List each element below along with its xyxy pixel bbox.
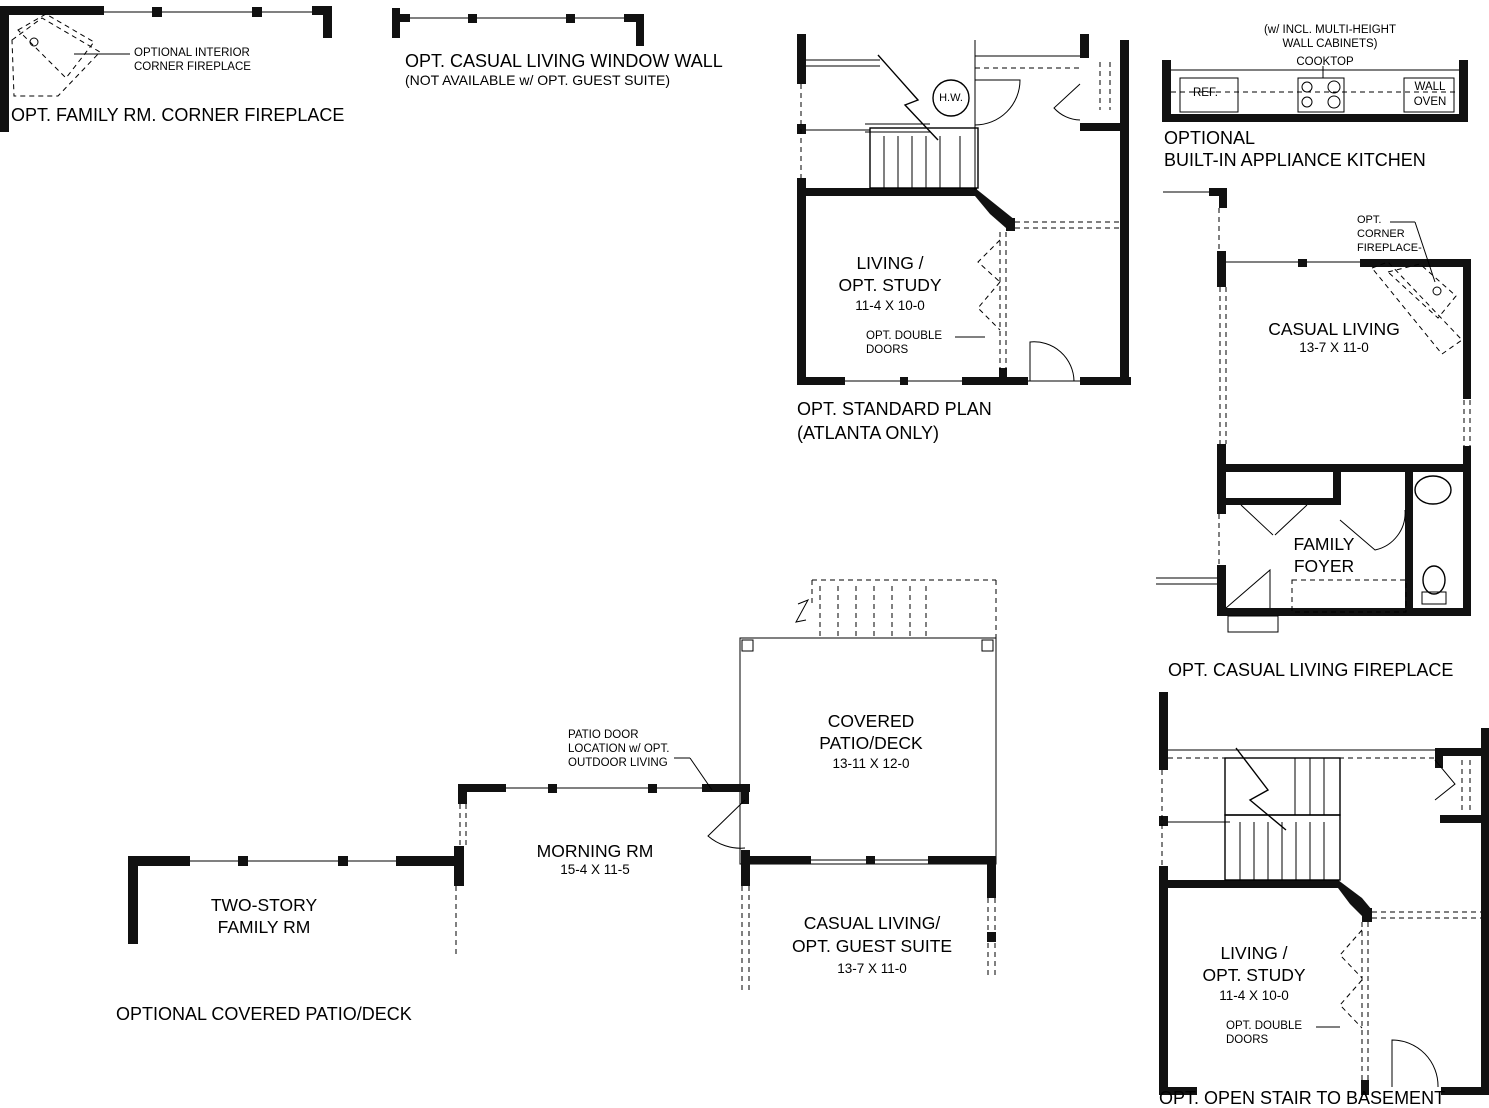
covered-patio-plan: [128, 579, 997, 990]
double-doors-b-note-line1: OPT. DOUBLE: [1226, 1020, 1303, 1032]
living-study-b-dimensions: 11-4 X 10-0: [1219, 988, 1289, 1003]
family-rm-corner-fireplace-title: OPT. FAMILY RM. CORNER FIREPLACE: [11, 105, 345, 125]
window-wall-title: OPT. CASUAL LIVING WINDOW WALL: [405, 51, 723, 71]
casual-guest-title-line2: OPT. GUEST SUITE: [791, 936, 953, 956]
cabinets-note-line2: WALL CABINETS): [1282, 38, 1378, 50]
standard-plan-title-line2: (ATLANTA ONLY): [797, 423, 940, 443]
open-stair-plan: [1159, 692, 1489, 1095]
covered-patio-title-line2: PATIO/DECK: [819, 733, 923, 753]
casual-living-fireplace-plan: [1156, 188, 1471, 633]
refrigerator-label: REF.: [1193, 87, 1218, 99]
window-wall-note: (NOT AVAILABLE w/ OPT. GUEST SUITE): [405, 72, 671, 88]
living-study-b-title-line2: OPT. STUDY: [1202, 965, 1306, 985]
morning-rm-title: MORNING RM: [536, 841, 654, 861]
living-study-title-line1: LIVING /: [856, 253, 924, 273]
corner-fireplace-note-line3: FIREPLACE-: [1357, 242, 1422, 254]
built-in-kitchen-plan: [1162, 60, 1468, 122]
double-doors-note-line1: OPT. DOUBLE: [866, 330, 943, 342]
two-story-family-rm-line2: FAMILY RM: [217, 917, 311, 937]
wall-oven-label-line1: WALL: [1414, 81, 1446, 93]
living-study-dimensions: 11-4 X 10-0: [855, 298, 925, 313]
double-doors-b-note-line2: DOORS: [1226, 1034, 1269, 1046]
casual-living-title: CASUAL LIVING: [1268, 319, 1400, 339]
corner-fireplace-note-line1: OPT.: [1357, 214, 1382, 226]
standard-plan: [797, 34, 1131, 385]
family-foyer-title-line1: FAMILY: [1293, 534, 1355, 554]
two-story-family-rm-line1: TWO-STORY: [210, 895, 318, 915]
patio-door-note-line1: PATIO DOOR: [568, 729, 639, 741]
family-rm-corner-fireplace-plan: [0, 6, 332, 132]
optional-covered-patio-title: OPTIONAL COVERED PATIO/DECK: [116, 1004, 412, 1024]
cabinets-note-line1: (w/ INCL. MULTI-HEIGHT: [1263, 24, 1397, 36]
casual-guest-title-line1: CASUAL LIVING/: [803, 913, 941, 933]
window-wall-plan: [392, 8, 644, 46]
living-study-b-title-line1: LIVING /: [1220, 943, 1288, 963]
cooktop-label: COOKTOP: [1296, 56, 1354, 68]
water-heater-label: H.W.: [939, 92, 963, 104]
open-stair-title: OPT. OPEN STAIR TO BASEMENT: [1159, 1088, 1446, 1108]
built-in-kitchen-title-line2: BUILT-IN APPLIANCE KITCHEN: [1164, 150, 1426, 170]
family-foyer-title-line2: FOYER: [1293, 556, 1355, 576]
fireplace-note-line1: OPTIONAL INTERIOR: [134, 47, 250, 59]
covered-patio-title-line1: COVERED: [827, 711, 915, 731]
living-study-title-line2: OPT. STUDY: [838, 275, 942, 295]
corner-fireplace-note-line2: CORNER: [1357, 228, 1405, 240]
casual-guest-dimensions: 13-7 X 11-0: [837, 961, 907, 976]
double-doors-note-line2: DOORS: [866, 344, 909, 356]
wall-oven-label-line2: OVEN: [1413, 96, 1447, 108]
standard-plan-title-line1: OPT. STANDARD PLAN: [797, 399, 992, 419]
covered-patio-dimensions: 13-11 X 12-0: [832, 756, 910, 771]
morning-rm-dimensions: 15-4 X 11-5: [560, 862, 630, 877]
casual-living-dimensions: 13-7 X 11-0: [1299, 340, 1369, 355]
casual-living-fireplace-title: OPT. CASUAL LIVING FIREPLACE: [1168, 660, 1454, 680]
fireplace-note-line2: CORNER FIREPLACE: [134, 61, 251, 73]
patio-door-note-line3: OUTDOOR LIVING: [568, 757, 668, 769]
patio-door-note-line2: LOCATION w/ OPT.: [568, 743, 670, 755]
built-in-kitchen-title-line1: OPTIONAL: [1164, 128, 1256, 148]
